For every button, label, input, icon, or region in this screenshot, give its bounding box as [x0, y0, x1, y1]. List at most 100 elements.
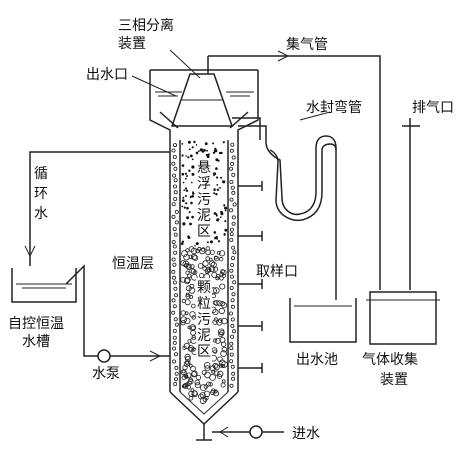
water-seal-elbow — [238, 125, 337, 300]
granular-sludge-particle — [219, 250, 226, 257]
suspended-sludge-dot — [189, 154, 193, 158]
granular-sludge-particle — [186, 384, 191, 390]
jacket-bead — [171, 239, 176, 244]
label-sampling-port: 取样口 — [256, 264, 298, 280]
label-temp-layer: 恒温层 — [112, 256, 154, 272]
outlet-tank-body — [289, 298, 357, 343]
suspended-sludge-dot — [191, 181, 193, 184]
jacket-bead — [229, 268, 234, 273]
suspended-sludge-dot — [185, 202, 188, 205]
outlet-water-seal — [232, 111, 337, 300]
zone-suspended-char: 浮 — [197, 176, 211, 192]
zone-granular-char: 泥 — [197, 328, 211, 344]
granular-sludge-particle — [220, 301, 226, 307]
jacket-bead — [229, 346, 234, 351]
deflector-left — [159, 111, 179, 129]
suspended-sludge-dot — [214, 237, 217, 240]
jacket-bead — [230, 161, 235, 166]
jacket-bead — [229, 179, 234, 184]
jacket-bead — [229, 359, 234, 364]
reactor-column — [169, 140, 263, 441]
suspended-sludge-dot — [224, 228, 228, 232]
granular-sludge-particle — [191, 347, 196, 352]
granular-sludge-particle — [213, 266, 219, 272]
label-circ-2: 环 — [34, 186, 48, 202]
tank-to-pump-line — [65, 264, 98, 357]
jacket-bead — [229, 227, 234, 232]
jacket-bead — [230, 317, 235, 322]
suspended-sludge-dot — [191, 146, 194, 149]
settler-right-wall — [237, 70, 259, 140]
suspended-sludge-dot — [216, 176, 219, 179]
suspended-sludge-dot — [195, 242, 199, 246]
jacket-bead — [232, 250, 237, 255]
granular-sludge-particle — [184, 317, 191, 324]
jacket-bead — [173, 196, 178, 201]
granular-sludge-particle — [202, 260, 209, 267]
suspended-sludge-dot — [185, 177, 187, 180]
suspended-sludge-dot — [207, 153, 210, 156]
granular-sludge-particle — [187, 273, 192, 278]
granular-sludge-particle — [183, 262, 189, 268]
granular-sludge-particle — [186, 380, 192, 386]
granular-sludge-particle — [184, 311, 189, 316]
jacket-bead — [230, 364, 235, 369]
granular-sludge-particle — [221, 317, 228, 325]
jacket-bead — [228, 166, 233, 171]
suspended-sludge-dot — [210, 240, 213, 244]
suspended-sludge-dot — [189, 195, 192, 198]
granular-sludge-particle — [188, 346, 194, 352]
granular-sludge-particle — [182, 345, 187, 350]
suspended-sludge-dot — [186, 206, 189, 210]
granular-sludge-particle — [214, 370, 220, 376]
granular-sludge-particle — [190, 329, 197, 336]
granular-sludge-particle — [212, 319, 218, 325]
suspended-sludge-dot — [187, 235, 190, 238]
pump-flow-arrow — [149, 350, 162, 362]
suspended-sludge-dot — [191, 215, 194, 219]
zone-granular-char: 污 — [197, 312, 211, 328]
suspended-sludge-dot — [212, 142, 215, 145]
granular-sludge-particle — [185, 270, 190, 275]
granular-sludge-particle — [190, 388, 195, 393]
gas-collection-pipe — [208, 50, 420, 290]
granular-sludge-particle — [212, 362, 219, 369]
jacket-bead — [230, 142, 235, 147]
granular-sludge-particle — [209, 260, 216, 267]
zone-granular-char: 区 — [197, 344, 211, 360]
granular-sludge-particle — [201, 247, 206, 252]
suspended-sludge-dot — [181, 154, 184, 157]
suspended-sludge-dot — [215, 158, 219, 162]
jacket-bead — [172, 304, 177, 309]
suspended-sludge-texture — [180, 140, 228, 247]
granular-sludge-particle — [203, 361, 211, 369]
suspended-sludge-dot — [218, 151, 222, 155]
jacket-bead — [171, 214, 176, 219]
jacket-bead — [172, 143, 177, 148]
label-circ-1: 循 — [34, 166, 48, 182]
granular-sludge-particle — [221, 302, 228, 309]
suspended-sludge-dot — [213, 174, 215, 177]
jacket-bead — [172, 335, 177, 340]
granular-sludge-particle — [187, 325, 192, 330]
zone-granular-char: 粒 — [197, 296, 211, 312]
granular-sludge-particle — [197, 246, 202, 252]
jacket-bead — [171, 161, 176, 166]
granular-sludge-particle — [213, 363, 220, 371]
jacket-bead — [174, 371, 179, 376]
outlet-leader — [131, 75, 177, 97]
zone-suspended-char: 污 — [197, 192, 211, 208]
suspended-sludge-dot — [206, 149, 208, 152]
jacket-bead — [171, 298, 176, 303]
jacket-bead — [172, 359, 177, 364]
jacket-bead — [171, 148, 176, 153]
jacket-bead — [171, 275, 176, 280]
granular-sludge-particle — [213, 300, 220, 306]
suspended-sludge-dot — [186, 175, 188, 178]
suspended-sludge-dot — [195, 144, 198, 146]
inlet-arrow — [219, 426, 229, 438]
jacket-bead — [231, 190, 236, 195]
jacket-bead — [173, 232, 178, 237]
suspended-sludge-dot — [213, 231, 217, 234]
granular-sludge-particle — [190, 365, 196, 372]
